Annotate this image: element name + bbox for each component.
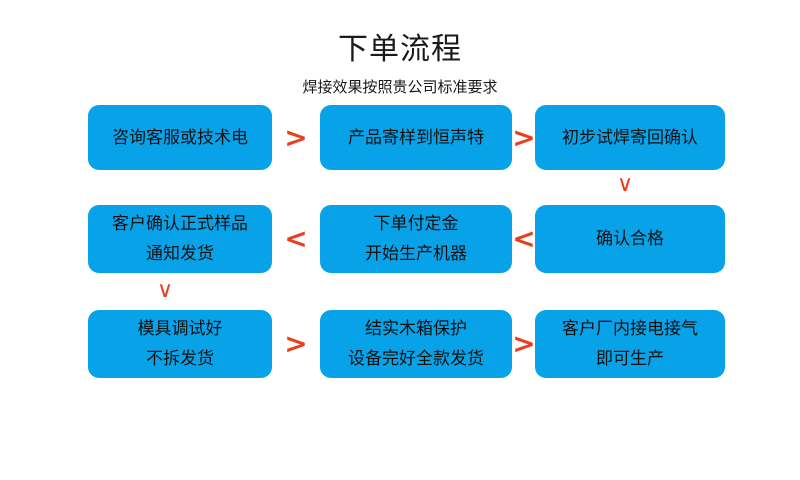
flow-node-step-8-line-2: 设备完好全款发货: [348, 349, 484, 369]
flow-node-step-3[interactable]: 初步试焊寄回确认: [535, 105, 725, 170]
page-title: 下单流程: [338, 32, 462, 67]
flow-node-step-5-line-2: 开始生产机器: [365, 244, 467, 264]
flow-node-step-7-line-2: 不拆发货: [146, 349, 214, 369]
flow-node-step-3-line-1: 初步试焊寄回确认: [562, 127, 698, 148]
flow-node-step-7-line-1: 模具调试好: [137, 319, 223, 339]
flow-node-step-5-line-1: 下单付定金: [373, 214, 459, 234]
arrow-right-icon-r3-c1-c2: >: [284, 327, 308, 360]
flow-node-step-4[interactable]: 确认合格: [535, 205, 725, 273]
flow-node-step-6-line-2: 通知发货: [146, 244, 214, 264]
flow-node-step-8-line-1: 结实木箱保护: [365, 319, 467, 339]
arrow-right-icon-r3-c2-c3: >: [512, 327, 536, 360]
arrow-right-icon-r1-c2-c3: >: [512, 121, 536, 154]
flow-node-step-5[interactable]: 下单付定金 开始生产机器: [320, 205, 512, 273]
flow-node-step-2[interactable]: 产品寄样到恒声特: [320, 105, 512, 170]
arrow-right-icon-r1-c1-c2: >: [284, 121, 308, 154]
flow-node-step-6[interactable]: 客户确认正式样品 通知发货: [88, 205, 272, 273]
flow-node-step-1[interactable]: 咨询客服或技术电: [88, 105, 272, 170]
flow-node-step-7[interactable]: 模具调试好 不拆发货: [88, 310, 272, 378]
arrow-left-icon-r2-c2-c1: <: [284, 222, 308, 255]
flow-node-step-9-line-1: 客户厂内接电接气: [562, 319, 698, 339]
flow-node-step-9[interactable]: 客户厂内接电接气 即可生产: [535, 310, 725, 378]
page-subtitle: 焊接效果按照贵公司标准要求: [302, 78, 498, 96]
flow-node-step-9-line-2: 即可生产: [596, 349, 664, 369]
flow-node-step-8[interactable]: 结实木箱保护 设备完好全款发货: [320, 310, 512, 378]
arrow-down-icon-c3-r1-r2: ∨: [616, 172, 634, 197]
flow-node-step-1-line-1: 咨询客服或技术电: [112, 127, 248, 148]
flow-node-step-6-line-1: 客户确认正式样品: [112, 214, 248, 234]
arrow-down-icon-c1-r2-r3: ∨: [156, 278, 174, 303]
flow-node-step-2-line-1: 产品寄样到恒声特: [348, 127, 484, 148]
flow-node-step-4-line-1: 确认合格: [596, 229, 664, 249]
arrow-left-icon-r2-c3-c2: <: [512, 222, 536, 255]
